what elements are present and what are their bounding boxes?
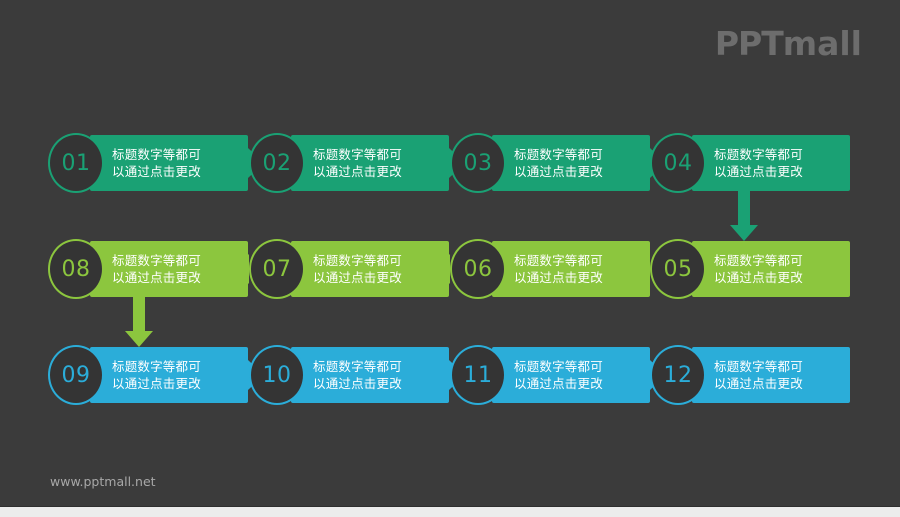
step-label: 标题数字等都可 以通过点击更改: [514, 147, 603, 179]
connector-arrowhead-down-icon: [730, 225, 758, 241]
step-label: 标题数字等都可 以通过点击更改: [313, 253, 402, 285]
step-label: 标题数字等都可 以通过点击更改: [112, 359, 201, 391]
step-bar[interactable]: 标题数字等都可 以通过点击更改: [492, 135, 650, 191]
step-number-badge[interactable]: 07: [249, 239, 305, 299]
connector-04-to-05: [730, 191, 758, 241]
step-number-badge[interactable]: 12: [650, 345, 706, 405]
step-number-badge[interactable]: 10: [249, 345, 305, 405]
connector-shaft: [738, 191, 750, 225]
step-number-badge[interactable]: 04: [650, 133, 706, 193]
step-bar[interactable]: 标题数字等都可 以通过点击更改: [90, 241, 248, 297]
step-number-badge[interactable]: 06: [450, 239, 506, 299]
logo-text-ppt: PPT: [714, 24, 784, 63]
step-bar[interactable]: 标题数字等都可 以通过点击更改: [692, 241, 850, 297]
bottom-strip: [0, 506, 900, 517]
step-label: 标题数字等都可 以通过点击更改: [714, 253, 803, 285]
step-bar[interactable]: 标题数字等都可 以通过点击更改: [692, 135, 850, 191]
step-number-badge[interactable]: 02: [249, 133, 305, 193]
step-bar[interactable]: 标题数字等都可 以通过点击更改: [492, 241, 650, 297]
connector-shaft: [133, 297, 145, 331]
step-number-badge[interactable]: 05: [650, 239, 706, 299]
step-label: 标题数字等都可 以通过点击更改: [714, 359, 803, 391]
step-label: 标题数字等都可 以通过点击更改: [514, 359, 603, 391]
logo-text-mall: mall: [782, 24, 862, 63]
step-label: 标题数字等都可 以通过点击更改: [714, 147, 803, 179]
step-bar[interactable]: 标题数字等都可 以通过点击更改: [291, 135, 449, 191]
connector-arrowhead-down-icon: [125, 331, 153, 347]
step-label: 标题数字等都可 以通过点击更改: [313, 147, 402, 179]
step-number-badge[interactable]: 03: [450, 133, 506, 193]
step-bar[interactable]: 标题数字等都可 以通过点击更改: [291, 241, 449, 297]
step-bar[interactable]: 标题数字等都可 以通过点击更改: [492, 347, 650, 403]
step-bar[interactable]: 标题数字等都可 以通过点击更改: [291, 347, 449, 403]
step-bar[interactable]: 标题数字等都可 以通过点击更改: [692, 347, 850, 403]
step-bar[interactable]: 标题数字等都可 以通过点击更改: [90, 347, 248, 403]
step-number-badge[interactable]: 11: [450, 345, 506, 405]
step-number-badge[interactable]: 01: [48, 133, 104, 193]
footer-url: www.pptmall.net: [50, 474, 156, 489]
step-number-badge[interactable]: 09: [48, 345, 104, 405]
step-label: 标题数字等都可 以通过点击更改: [112, 147, 201, 179]
step-bar[interactable]: 标题数字等都可 以通过点击更改: [90, 135, 248, 191]
step-number-badge[interactable]: 08: [48, 239, 104, 299]
step-label: 标题数字等都可 以通过点击更改: [112, 253, 201, 285]
step-label: 标题数字等都可 以通过点击更改: [514, 253, 603, 285]
step-label: 标题数字等都可 以通过点击更改: [313, 359, 402, 391]
connector-08-to-09: [125, 297, 153, 347]
pptmall-logo: PPTmall: [715, 24, 862, 63]
